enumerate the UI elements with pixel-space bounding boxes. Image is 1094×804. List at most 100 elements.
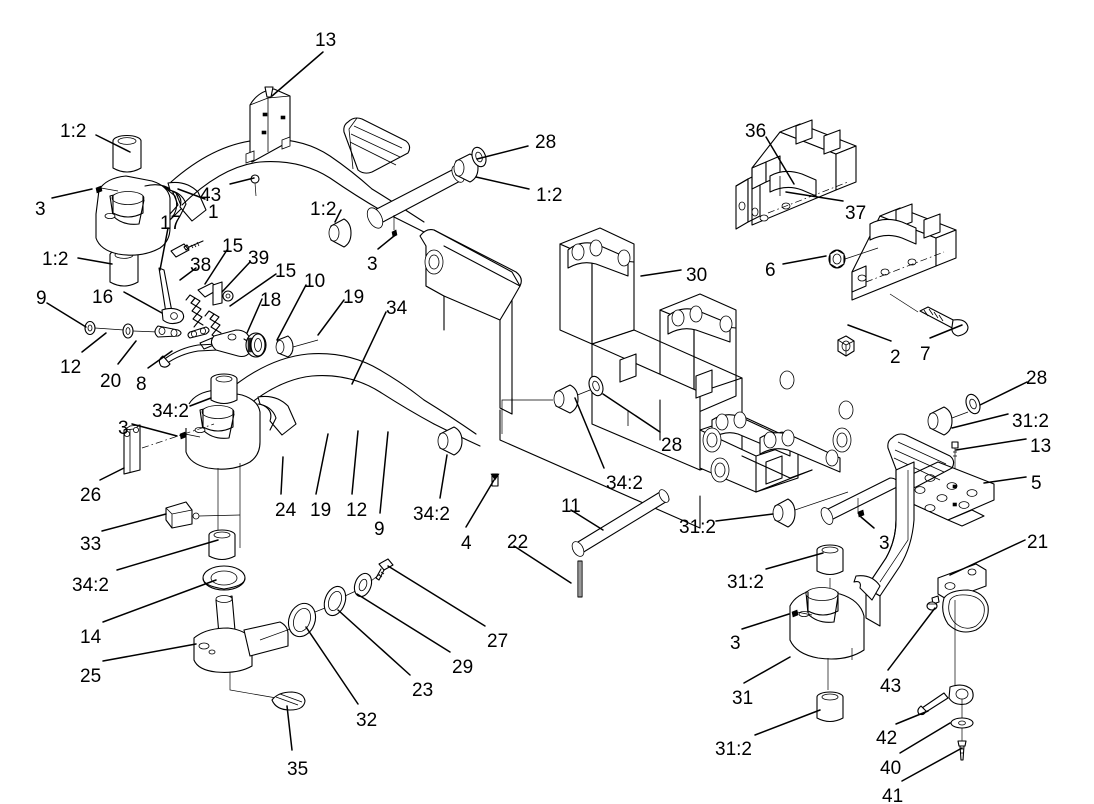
callout-label-11: 11 [561,496,581,517]
leader-line-43 [229,177,255,185]
callout-label-34-2: 34:2 [606,473,643,494]
callout-label-21: 21 [1027,532,1049,553]
callout-label-17: 17 [160,213,182,234]
leader-line-31-2 [765,552,824,570]
part-ribbed-pad-top [343,117,411,174]
leader-line-30 [640,269,682,277]
callout-label-1: 1 [208,202,219,223]
part-bushing-312-right-lower [816,691,844,723]
leader-line-11 [570,509,604,531]
part-fitting-43-right [926,595,940,611]
leader-line-8 [147,350,173,369]
leader-line-38 [179,267,197,281]
callout-label-34-2: 34:2 [72,575,109,596]
part-bushing-342-upper-left [210,373,238,405]
leader-line-42 [895,710,929,725]
part-nut-2 [837,335,855,357]
leader-line-3 [741,613,790,630]
leader-line-1-2 [475,176,530,190]
leader-line-34-2 [439,454,448,499]
leader-line-1-2 [334,209,342,223]
part-bushing-312-right-upper [816,544,844,588]
callout-label-30: 30 [686,265,708,286]
leader-line-33 [101,513,167,532]
leader-line-1-2 [77,257,113,265]
leader-line-24 [280,456,284,495]
leader-line-1 [177,188,206,200]
callout-label-15: 15 [275,261,297,282]
part-bushing-tube-left [328,218,352,248]
part-steering-arm-1 [95,175,207,256]
leader-line-32 [305,626,359,705]
callout-label-1-2: 1:2 [42,249,69,270]
callout-label-8: 8 [136,374,147,395]
part-main-frame-30 [419,227,854,529]
callout-label-13: 13 [315,30,337,51]
leader-line-34-2 [189,397,212,407]
part-screw-3-right-upper [857,498,865,518]
leader-line-34-2 [116,539,219,571]
callout-label-31-2: 31:2 [1012,411,1049,432]
callout-label-27: 27 [487,631,509,652]
callout-label-5: 5 [1031,473,1042,494]
part-screw-3-mid-top [391,215,398,238]
part-bracket-7 [828,203,969,337]
part-washer-29 [353,572,381,598]
leader-line-40 [899,722,951,754]
part-plate-13 [245,86,291,164]
part-bolt-41 [957,728,967,761]
callout-label-31-2: 31:2 [679,517,716,538]
callout-label-31-2: 31:2 [727,572,764,593]
part-clip-35 [271,691,306,711]
callout-label-33: 33 [80,534,102,555]
part-bushing-312-a [772,491,849,528]
callout-label-20: 20 [100,371,122,392]
leader-line-12 [351,430,359,495]
callout-label-3: 3 [35,199,46,220]
leader-line-35 [286,705,293,751]
part-washer-28-right [965,393,981,415]
leader-line-21 [949,539,1026,576]
part-bushing-342-armend [437,426,463,456]
part-screw-3-right-lower [791,609,813,618]
part-seal-32 [287,602,331,638]
leader-line-15 [229,273,277,307]
leader-line-3 [51,188,93,199]
leader-line-3 [377,235,395,250]
callout-label-19: 19 [343,287,365,308]
part-bolt-27 [375,558,394,581]
part-screw-3-upper-left [95,185,119,194]
callout-label-2: 2 [890,347,901,368]
leader-line-34 [351,311,387,385]
callout-label-22: 22 [507,532,529,553]
part-steering-arm-lower-left [185,389,297,548]
part-bushing-upper-left [112,134,142,196]
leader-line-17 [159,227,169,271]
leader-line-28 [602,393,661,433]
leader-line-9 [379,431,389,514]
part-plate-5 [903,461,995,527]
leader-line-43 [887,607,936,671]
callout-label-18: 18 [260,290,282,311]
part-fitting-43-upper [250,174,260,197]
part-tube-11 [571,489,670,557]
leader-line-25 [102,643,197,662]
callout-label-3: 3 [118,418,129,439]
callout-label-39: 39 [248,248,270,269]
part-bearing-14 [202,565,246,591]
callout-label-10: 10 [304,271,326,292]
callout-label-37: 37 [845,203,867,224]
leader-line-18 [246,298,263,334]
callout-label-41: 41 [882,786,904,804]
leader-line-36 [765,136,795,185]
part-bracket-36-37 [735,119,857,230]
callout-label-38: 38 [190,255,212,276]
callout-label-14: 14 [80,627,102,648]
leader-line-31 [743,656,791,684]
callout-label-9: 9 [36,288,47,309]
callout-label-42: 42 [876,728,898,749]
callout-label-12: 12 [346,500,368,521]
leader-line-10 [276,284,307,341]
